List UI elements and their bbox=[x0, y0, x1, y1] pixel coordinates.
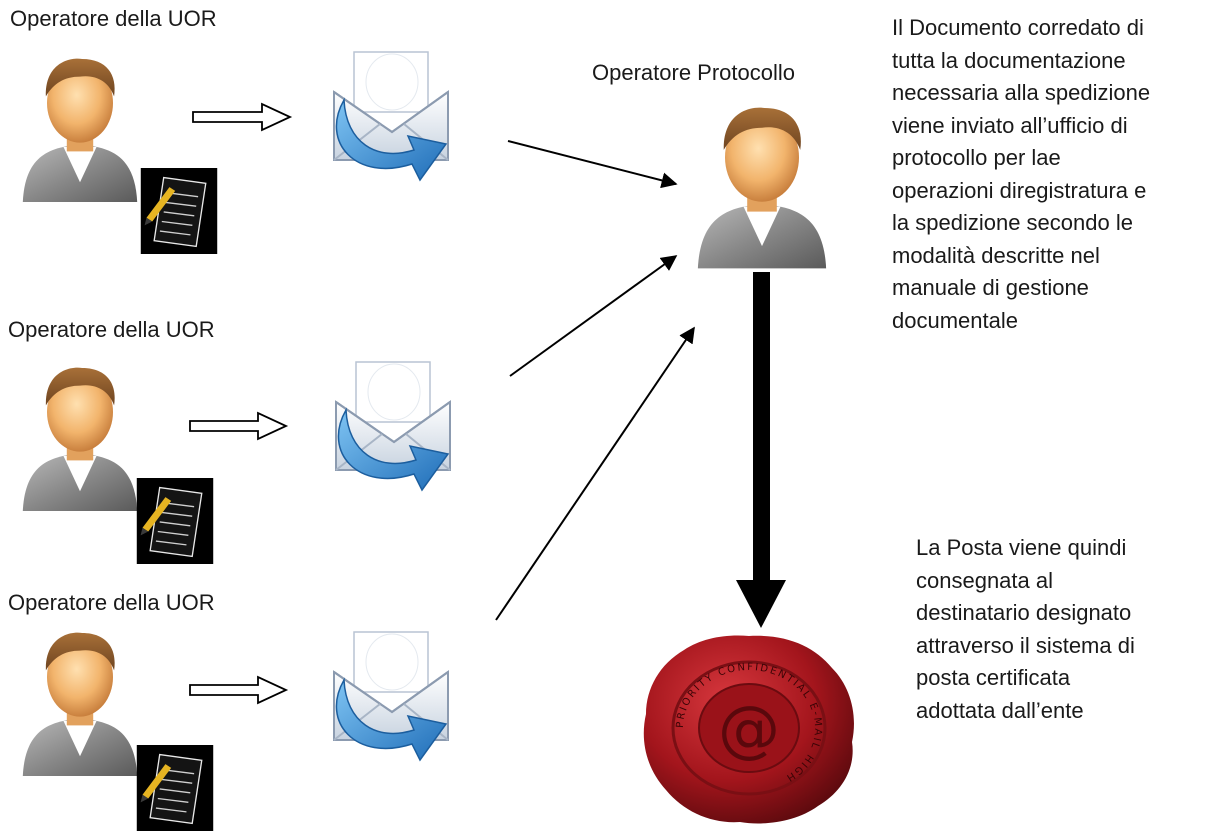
seal-at-symbol: @ bbox=[718, 692, 780, 765]
flow-arrow bbox=[495, 326, 695, 621]
hollow-arrow bbox=[192, 102, 293, 132]
thick-arrow-shaft bbox=[753, 272, 770, 582]
flow-arrow bbox=[509, 255, 678, 377]
description-text: Il Documento corredato di tutta la docum… bbox=[892, 15, 1151, 333]
wax-seal-icon: PRIORITY CONFIDENTIAL E-MAIL HIGH @ bbox=[643, 635, 854, 824]
sender-3-label: Operatore della UOR bbox=[8, 590, 215, 615]
delivery-text: La Posta viene quindi consegnata al dest… bbox=[916, 535, 1135, 723]
hollow-arrow bbox=[189, 675, 289, 705]
flow-arrow bbox=[507, 140, 678, 189]
thick-arrow-head bbox=[736, 580, 786, 628]
protocol-operator-label: Operatore Protocollo bbox=[592, 60, 795, 85]
hollow-arrow bbox=[189, 411, 289, 441]
sender-1-label: Operatore della UOR bbox=[10, 6, 217, 31]
sender-2-label: Operatore della UOR bbox=[8, 317, 215, 342]
